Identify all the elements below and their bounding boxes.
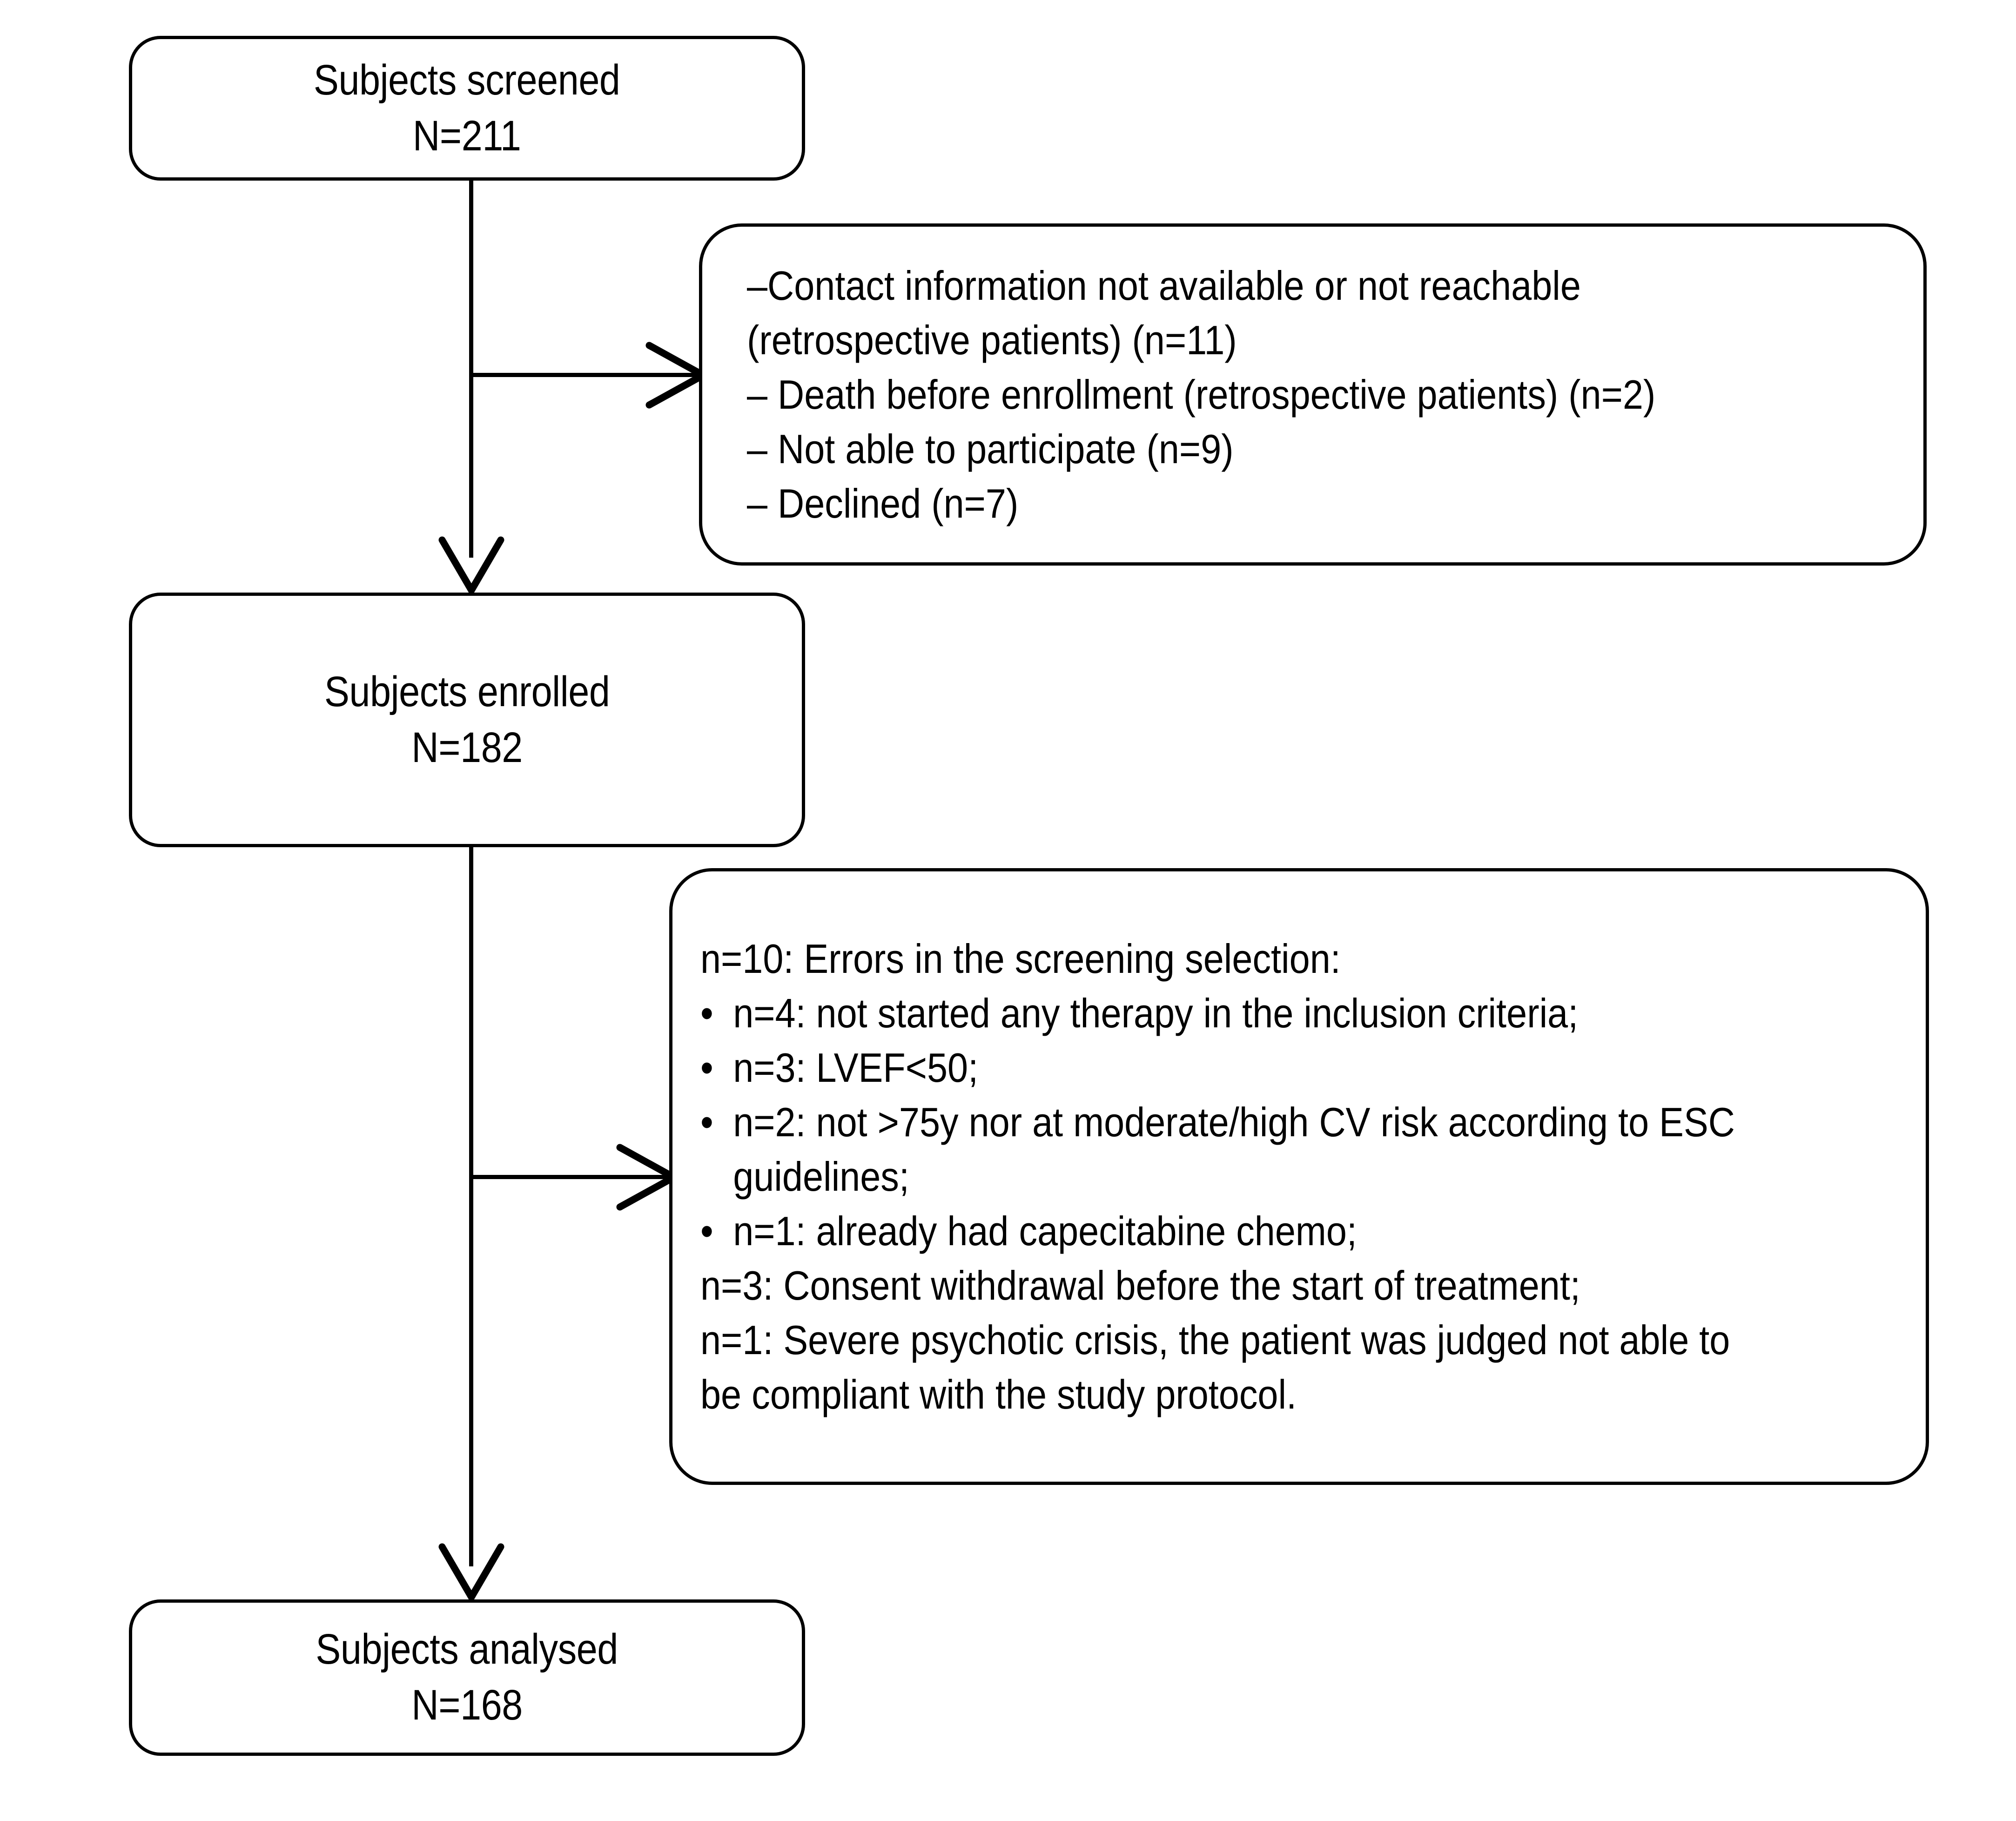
exclusion-line: –Contact information not available or no… — [747, 262, 1581, 309]
node-count: N=211 — [413, 112, 521, 160]
exclusion-bullet-text: n=3: LVEF<50; — [733, 1044, 979, 1091]
node-subjects-screened: Subjects screened N=211 — [129, 36, 805, 181]
node-label: Subjects enrolled — [324, 668, 610, 715]
node-subjects-enrolled: Subjects enrolled N=182 — [129, 593, 805, 847]
node-label: Subjects analysed — [316, 1625, 618, 1673]
node-count: N=182 — [411, 723, 523, 771]
exclusion-bullet-text: n=1: already had capecitabine chemo; — [733, 1208, 1357, 1254]
connector-screened-to-enrolled — [469, 181, 473, 558]
connector-enrolled-to-analysed — [469, 847, 473, 1566]
exclusion-line: – Not able to participate (n=9) — [747, 426, 1234, 472]
bullet-marker-icon: • — [700, 1044, 713, 1091]
bullet-marker-icon: • — [700, 1099, 713, 1145]
exclusion-bullet-text: n=2: not >75y nor at moderate/high CV ri… — [733, 1099, 1735, 1200]
exclusion-line: n=1: Severe psychotic crisis, the patien… — [700, 1317, 1730, 1418]
node-label: Subjects screened — [314, 56, 620, 104]
exclusion-bullet-item: • n=4: not started any therapy in the in… — [700, 986, 1774, 1040]
exclusion-bullet-item: • n=1: already had capecitabine chemo; — [700, 1204, 1774, 1258]
arrowhead-down-to-analysed — [438, 1543, 504, 1604]
exclusion-bullet-item: • n=2: not >75y nor at moderate/high CV … — [700, 1095, 1774, 1204]
node-count: N=168 — [411, 1681, 523, 1729]
connector-enrolled-to-exclusions-2 — [469, 1175, 672, 1179]
exclusion-heading: n=10: Errors in the screening selection: — [700, 935, 1341, 982]
exclusions-box-screening: –Contact information not available or no… — [699, 223, 1927, 566]
exclusion-line: – Declined (n=7) — [747, 480, 1019, 527]
exclusion-line: – Death before enrollment (retrospective… — [747, 371, 1656, 418]
bullet-marker-icon: • — [700, 1208, 713, 1254]
connector-screened-to-exclusions-1 — [469, 373, 702, 377]
exclusion-bullet-item: • n=3: LVEF<50; — [700, 1040, 1774, 1095]
exclusions-box-enrollment: n=10: Errors in the screening selection:… — [669, 868, 1929, 1485]
node-subjects-analysed: Subjects analysed N=168 — [129, 1599, 805, 1756]
exclusion-line: (retrospective patients) (n=11) — [747, 317, 1237, 363]
exclusion-bullet-text: n=4: not started any therapy in the incl… — [733, 990, 1579, 1036]
bullet-marker-icon: • — [700, 990, 713, 1036]
arrowhead-down-to-enrolled — [438, 536, 504, 597]
exclusion-line: n=3: Consent withdrawal before the start… — [700, 1262, 1580, 1309]
